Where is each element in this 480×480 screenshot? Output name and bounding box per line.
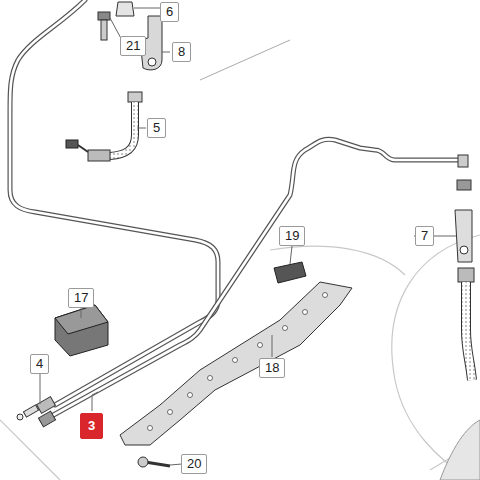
callout-text: 21 (126, 38, 140, 53)
callout-number: 5 (147, 118, 166, 138)
callout-text: 20 (187, 456, 201, 471)
callout-number: 19 (279, 226, 305, 246)
brake-hose (66, 92, 142, 161)
callout-number: 20 (181, 454, 207, 474)
callout-text: 18 (265, 360, 279, 375)
cover (55, 305, 108, 356)
pipe-clip (274, 262, 306, 283)
plate-holes (148, 293, 328, 431)
callout-text: 19 (285, 228, 299, 243)
callout-number: 17 (68, 288, 94, 308)
holder-plate (120, 282, 352, 445)
callout-number: 6 (160, 2, 179, 22)
callout-text: 8 (178, 44, 185, 59)
callout-number: 18 (259, 358, 285, 378)
callout-number: 8 (172, 42, 191, 62)
callout-number: 7 (415, 226, 434, 246)
callout-text: 17 (74, 290, 88, 305)
callout-text: 7 (421, 228, 428, 243)
callout-text: 5 (153, 120, 160, 135)
leader-line (40, 8, 456, 465)
wheel-part (440, 420, 480, 480)
callout-number: 4 (30, 354, 49, 374)
callout-number: 3 (80, 413, 103, 439)
callout-number: 21 (120, 36, 146, 56)
callout-text: 3 (88, 418, 95, 433)
brake-hose (455, 155, 474, 380)
screw (138, 457, 170, 467)
bracket (98, 2, 162, 70)
callout-text: 6 (166, 4, 173, 19)
pipe-fitting (17, 397, 56, 427)
callout-text: 4 (36, 356, 43, 371)
